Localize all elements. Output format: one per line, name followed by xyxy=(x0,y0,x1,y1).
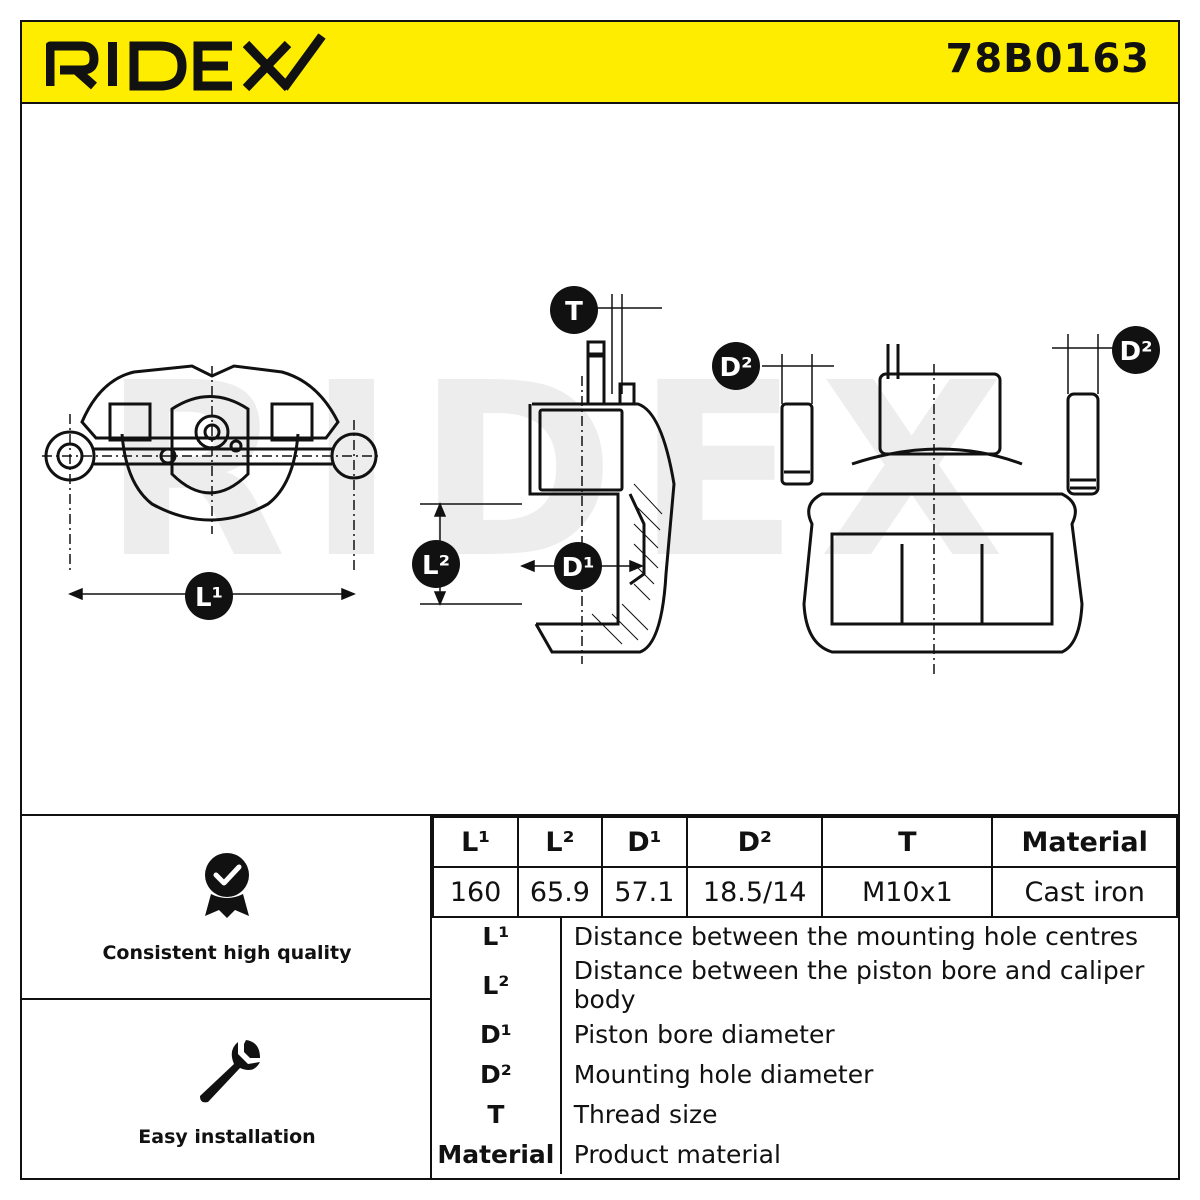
spec-value-cell: Cast iron xyxy=(991,866,1178,918)
spec-header-cell: L¹ xyxy=(431,816,520,868)
svg-text:D²: D² xyxy=(720,353,753,383)
legend-description: Distance between the mounting hole centr… xyxy=(573,921,1139,951)
section-dimensions xyxy=(420,294,662,664)
legend-description: Product material xyxy=(573,1139,781,1169)
legend-key: D² xyxy=(432,1054,562,1094)
legend-description: Mounting hole diameter xyxy=(573,1059,874,1089)
svg-text:D²: D² xyxy=(1120,337,1153,367)
legend-row: Material Product material xyxy=(432,1134,1178,1174)
legend-key: T xyxy=(432,1094,562,1134)
header-bar: 78B0163 xyxy=(22,22,1178,104)
feature-installation-label: Easy installation xyxy=(138,1126,316,1148)
front-view-centerlines xyxy=(42,366,382,574)
spec-header-row: L¹ L² D¹ D² T Material xyxy=(431,816,1178,868)
badge-d2-left: D² xyxy=(712,342,760,390)
legend-table: L¹ Distance between the mounting hole ce… xyxy=(432,916,1178,1174)
spec-header-cell: D² xyxy=(686,816,824,868)
spec-header-cell: Material xyxy=(991,816,1178,868)
legend-row: T Thread size xyxy=(432,1094,1178,1134)
spec-header-cell: D¹ xyxy=(600,816,689,868)
spec-value-cell: 18.5/14 xyxy=(686,866,824,918)
legend-description: Piston bore diameter xyxy=(573,1019,835,1049)
caliper-rear-view xyxy=(780,344,1100,654)
badge-l2: L² xyxy=(412,540,460,588)
spec-header-cell: T xyxy=(821,816,994,868)
quality-badge-icon xyxy=(205,853,249,918)
legend-key: L¹ xyxy=(432,916,562,956)
spec-header-cell: L² xyxy=(517,816,603,868)
watermark: RIDEX xyxy=(102,331,1024,611)
legend-description: Distance between the piston bore and cal… xyxy=(573,956,1145,1014)
technical-drawing: RIDEX L¹ xyxy=(42,286,1160,674)
wrench-icon xyxy=(200,1040,260,1103)
badge-d1: D¹ xyxy=(554,542,602,590)
legend-row: D¹ Piston bore diameter xyxy=(432,1014,1178,1054)
spec-value-cell: 57.1 xyxy=(600,866,689,918)
feature-quality: Consistent high quality xyxy=(22,816,432,1000)
legend-key: D¹ xyxy=(432,1014,562,1054)
legend-key: Material xyxy=(432,1134,562,1174)
spec-value-cell: M10x1 xyxy=(821,866,994,918)
info-panel: Consistent high quality Easy installatio… xyxy=(22,814,1178,1180)
spec-value-cell: 160 xyxy=(431,866,520,918)
ridex-logo xyxy=(46,33,326,92)
svg-text:L¹: L¹ xyxy=(195,583,223,613)
badge-d2-right: D² xyxy=(1112,326,1160,374)
feature-installation: Easy installation xyxy=(22,1000,432,1180)
spec-value-row: 160 65.9 57.1 18.5/14 M10x1 Cast iron xyxy=(431,866,1178,918)
legend-key: L² xyxy=(432,956,562,1014)
legend-row: L² Distance between the piston bore and … xyxy=(432,956,1178,1014)
svg-text:T: T xyxy=(565,297,583,327)
legend-row: L¹ Distance between the mounting hole ce… xyxy=(432,916,1178,956)
caliper-section-view xyxy=(528,340,676,654)
product-sheet: 78B0163 RIDEX xyxy=(20,20,1180,1180)
legend-description: Thread size xyxy=(573,1099,718,1129)
badge-t: T xyxy=(550,286,598,334)
rear-view-dimensions xyxy=(762,334,1116,674)
caliper-front-view xyxy=(44,364,378,522)
svg-text:L²: L² xyxy=(422,551,450,581)
part-number: 78B0163 xyxy=(945,36,1150,82)
section-hatch xyxy=(591,483,663,645)
spec-table: L¹ L² D¹ D² T Material 160 65.9 57.1 18.… xyxy=(431,816,1178,918)
spec-value-cell: 65.9 xyxy=(517,866,603,918)
svg-text:D¹: D¹ xyxy=(562,553,595,583)
feature-quality-label: Consistent high quality xyxy=(102,942,352,964)
badge-l1: L¹ xyxy=(185,572,233,620)
legend-row: D² Mounting hole diameter xyxy=(432,1054,1178,1094)
